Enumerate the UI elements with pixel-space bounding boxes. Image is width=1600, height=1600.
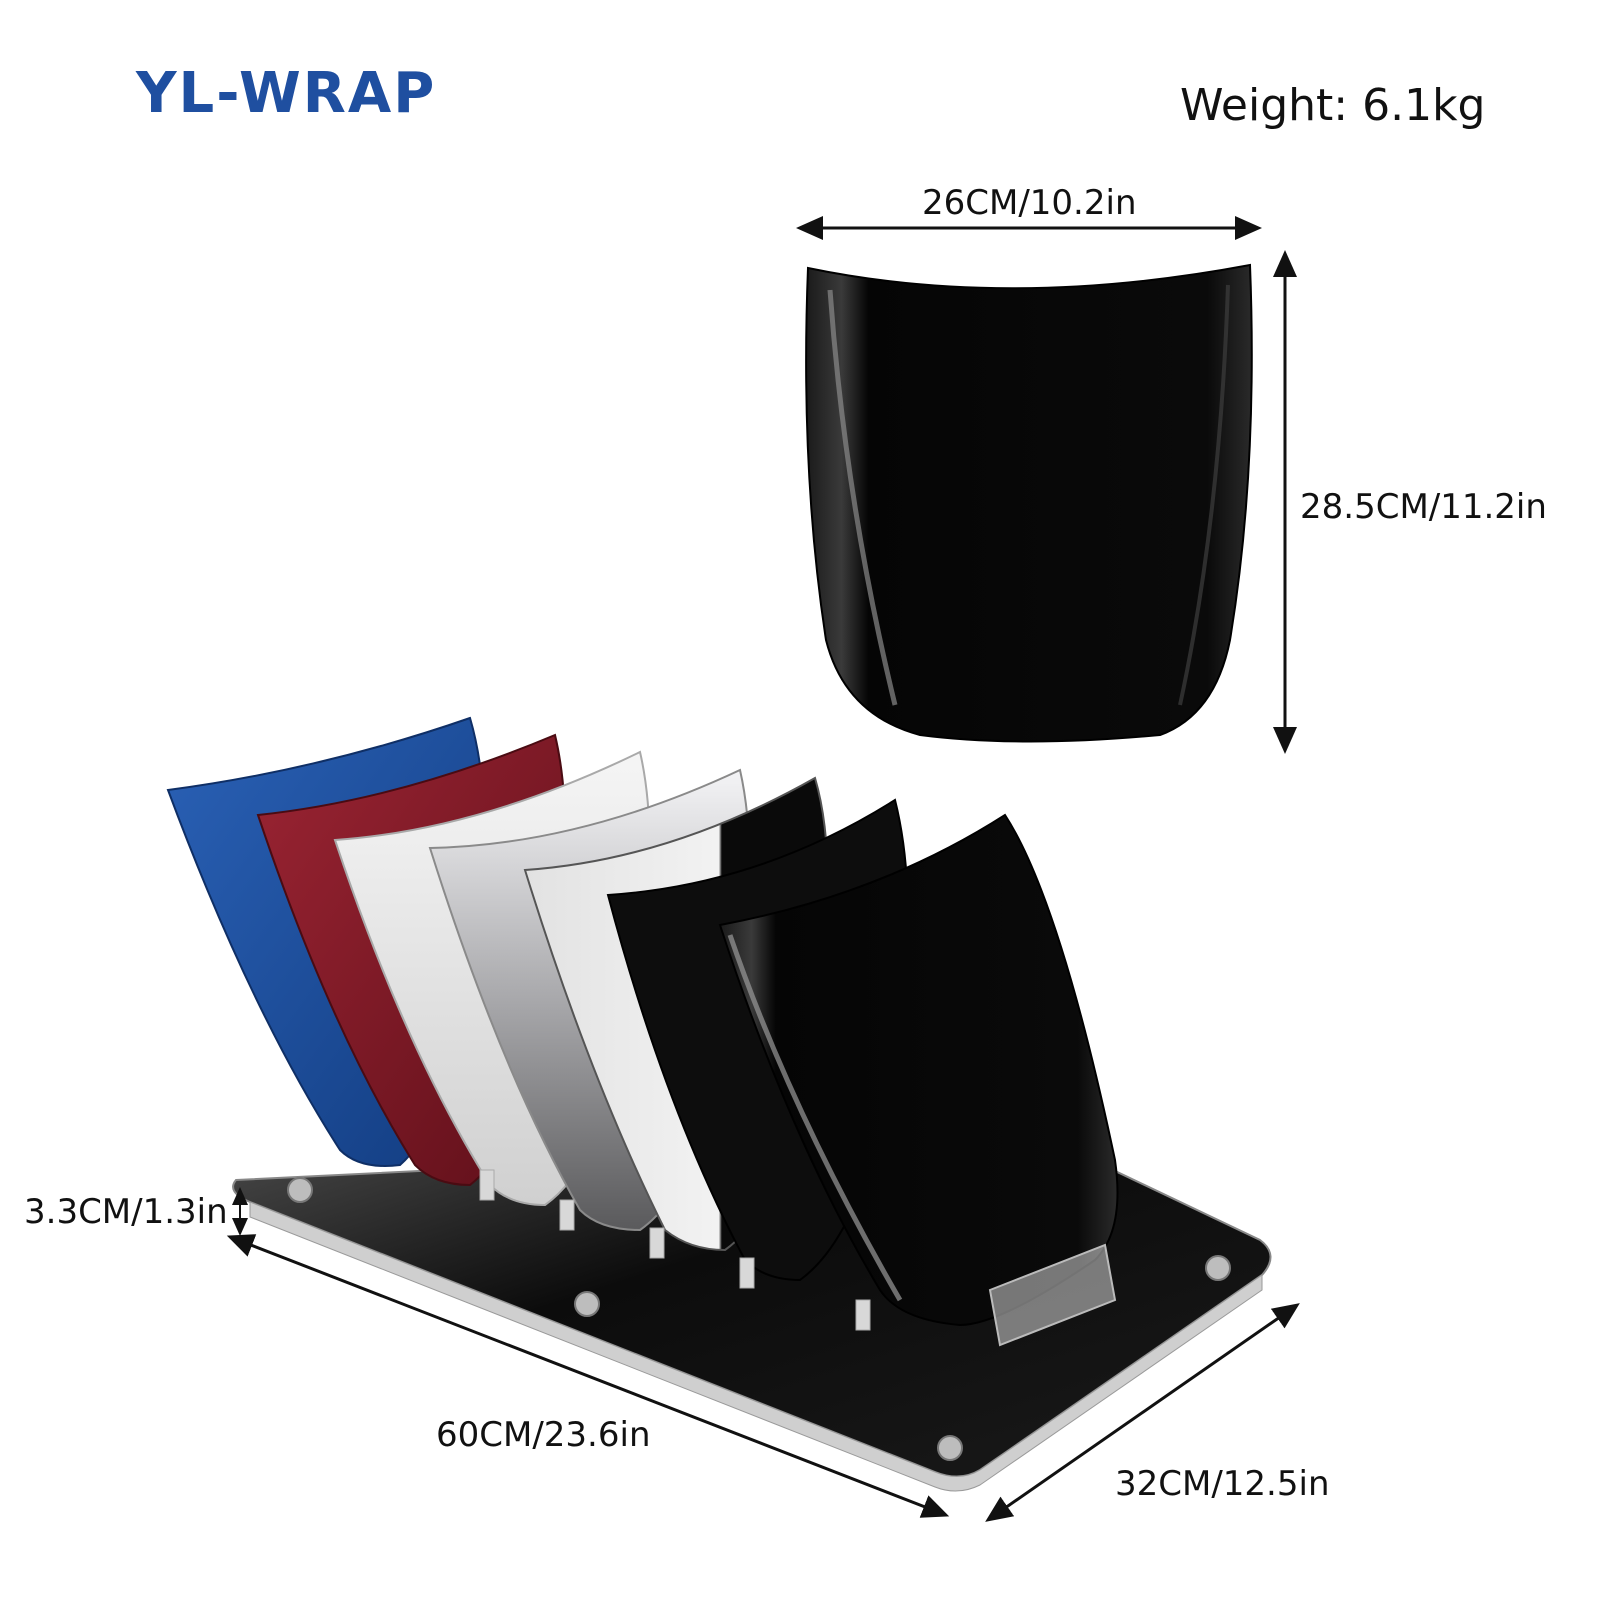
length-arrow [226,1234,950,1518]
panel-holder [559,1199,575,1231]
stand-length-label: 60CM/23.6in [436,1415,651,1455]
panel-holder [855,1299,871,1331]
stand-depth-label: 32CM/12.5in [1115,1464,1330,1504]
stand-thickness-label: 3.3CM/1.3in [24,1192,228,1232]
brand-logo: YL-WRAP [136,61,437,126]
single-panel [805,263,1253,743]
stand-foot [574,1291,600,1317]
panel-height-label: 28.5CM/11.2in [1300,487,1547,527]
panel-row [166,716,1119,1347]
panel-holder [649,1227,665,1259]
stand-foot [287,1177,313,1203]
depth-arrow [985,1303,1300,1522]
weight-label: Weight: 6.1kg [1180,80,1486,131]
stand-foot [937,1435,963,1461]
stand-foot [1205,1255,1231,1281]
panel-holder [479,1169,495,1201]
panel-width-label: 26CM/10.2in [922,183,1137,223]
panel-holder [739,1257,755,1289]
